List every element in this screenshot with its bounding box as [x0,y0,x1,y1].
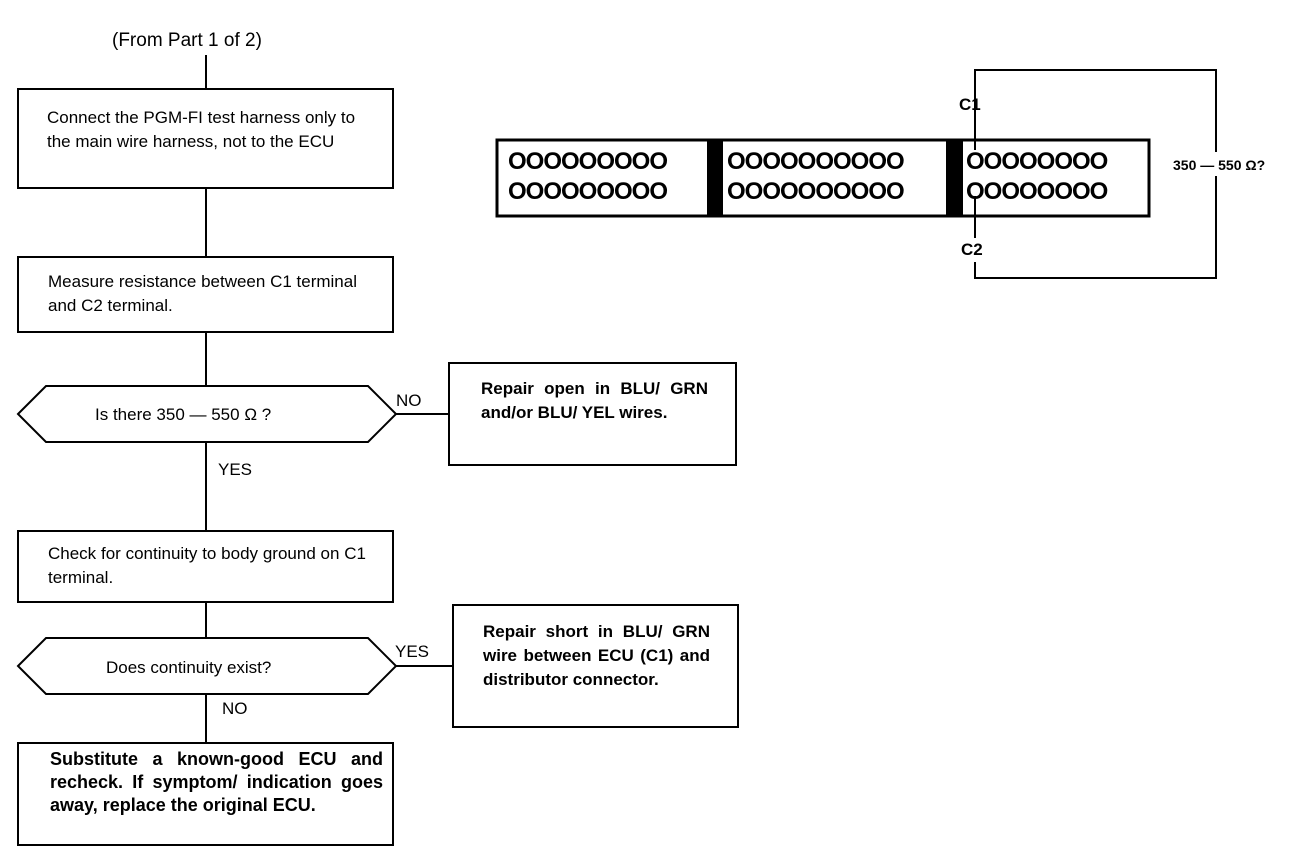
connector-divider-2 [946,141,963,215]
decision2-no-label: NO [222,699,248,718]
decision1-no-label: NO [396,391,422,410]
final-text: Substitute a known-good ECU and recheck.… [50,749,383,815]
step3-box: Check for continuity to body ground on C… [17,530,394,603]
resistance-label: 350 — 550 Ω? [1173,157,1266,173]
pin-row: OOOOOOOOO [508,178,668,205]
final-box: Substitute a known-good ECU and recheck.… [17,742,394,846]
c2-label: C2 [961,240,983,259]
pin-row: OOOOOOOOO [508,148,668,175]
connector-section-3: OOOOOOOO OOOOOOOO [966,147,1108,207]
pin-row: OOOOOOOOOO [727,178,905,205]
repair1-box: Repair open in BLU/ GRN and/or BLU/ YEL … [448,362,737,466]
pin-row: OOOOOOOOOO [727,148,905,175]
pin-row: OOOOOOOO [966,148,1108,175]
connector-divider-1 [707,141,723,215]
repair2-box: Repair short in BLU/ GRN wire between EC… [452,604,739,728]
decision1-text: Is there 350 — 550 Ω ? [95,405,272,424]
repair1-text: Repair open in BLU/ GRN and/or BLU/ YEL … [481,379,708,422]
decision2-text: Does continuity exist? [106,658,272,677]
repair2-text: Repair short in BLU/ GRN wire between EC… [483,622,710,689]
connector-section-1: OOOOOOOOO OOOOOOOOO [508,147,668,207]
step2-box: Measure resistance between C1 terminal a… [17,256,394,333]
decision2-yes-label: YES [395,642,430,661]
decision1-yes-label: YES [218,460,253,479]
step1-text: Connect the PGM-FI test harness only to … [47,108,356,151]
connector-body [495,138,1151,218]
step2-text: Measure resistance between C1 terminal a… [48,272,357,315]
step1-box: Connect the PGM-FI test harness only to … [17,88,394,189]
ecu-connector-diagram [495,69,1270,279]
step3-text: Check for continuity to body ground on C… [48,544,366,587]
from-part-label: (From Part 1 of 2) [112,30,262,51]
connector-section-2: OOOOOOOOOO OOOOOOOOOO [727,147,905,207]
c1-label: C1 [959,95,981,114]
pin-row: OOOOOOOO [966,178,1108,205]
